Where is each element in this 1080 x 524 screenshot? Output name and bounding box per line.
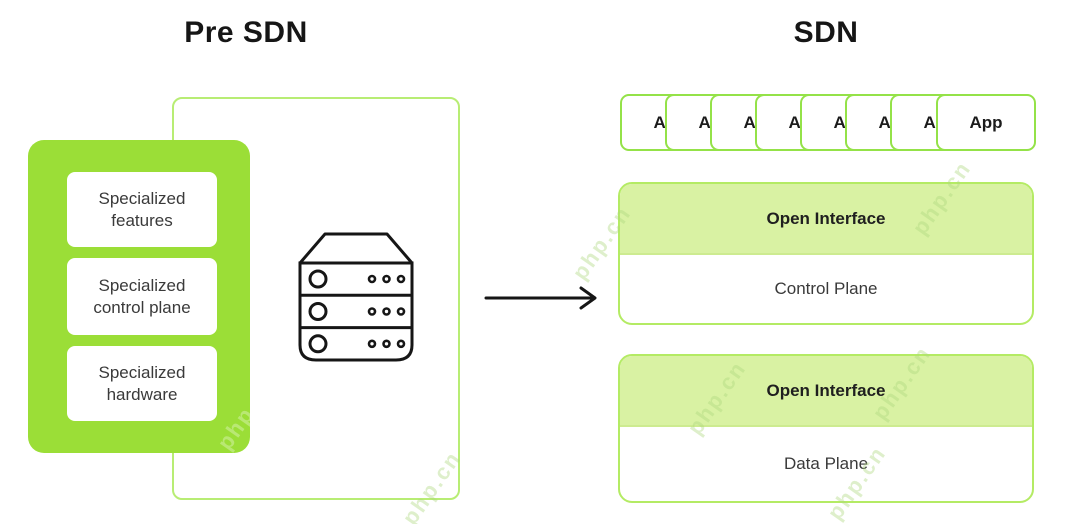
server-rack-icon [298,232,414,362]
pre-sdn-specialized-group: Specialized features Specialized control… [28,140,250,453]
data-plane-label: Data Plane [783,454,869,473]
pre-sdn-title: Pre SDN [184,16,308,49]
control-plane-layer: Open Interface Control Plane [618,182,1034,325]
sdn-title: SDN [793,16,859,49]
specialized-hardware-box: Specialized hardware [67,346,217,421]
app-card: App [936,94,1036,151]
open-interface-header: Open Interface [620,356,1032,427]
control-plane-label: Control Plane [774,279,878,298]
specialized-features-box: Specialized features [67,172,217,247]
open-interface-header: Open Interface [620,184,1032,255]
specialized-control-plane-box: Specialized control plane [67,258,217,335]
data-plane-layer: Open Interface Data Plane [618,354,1034,503]
right-arrow-icon [484,286,597,310]
